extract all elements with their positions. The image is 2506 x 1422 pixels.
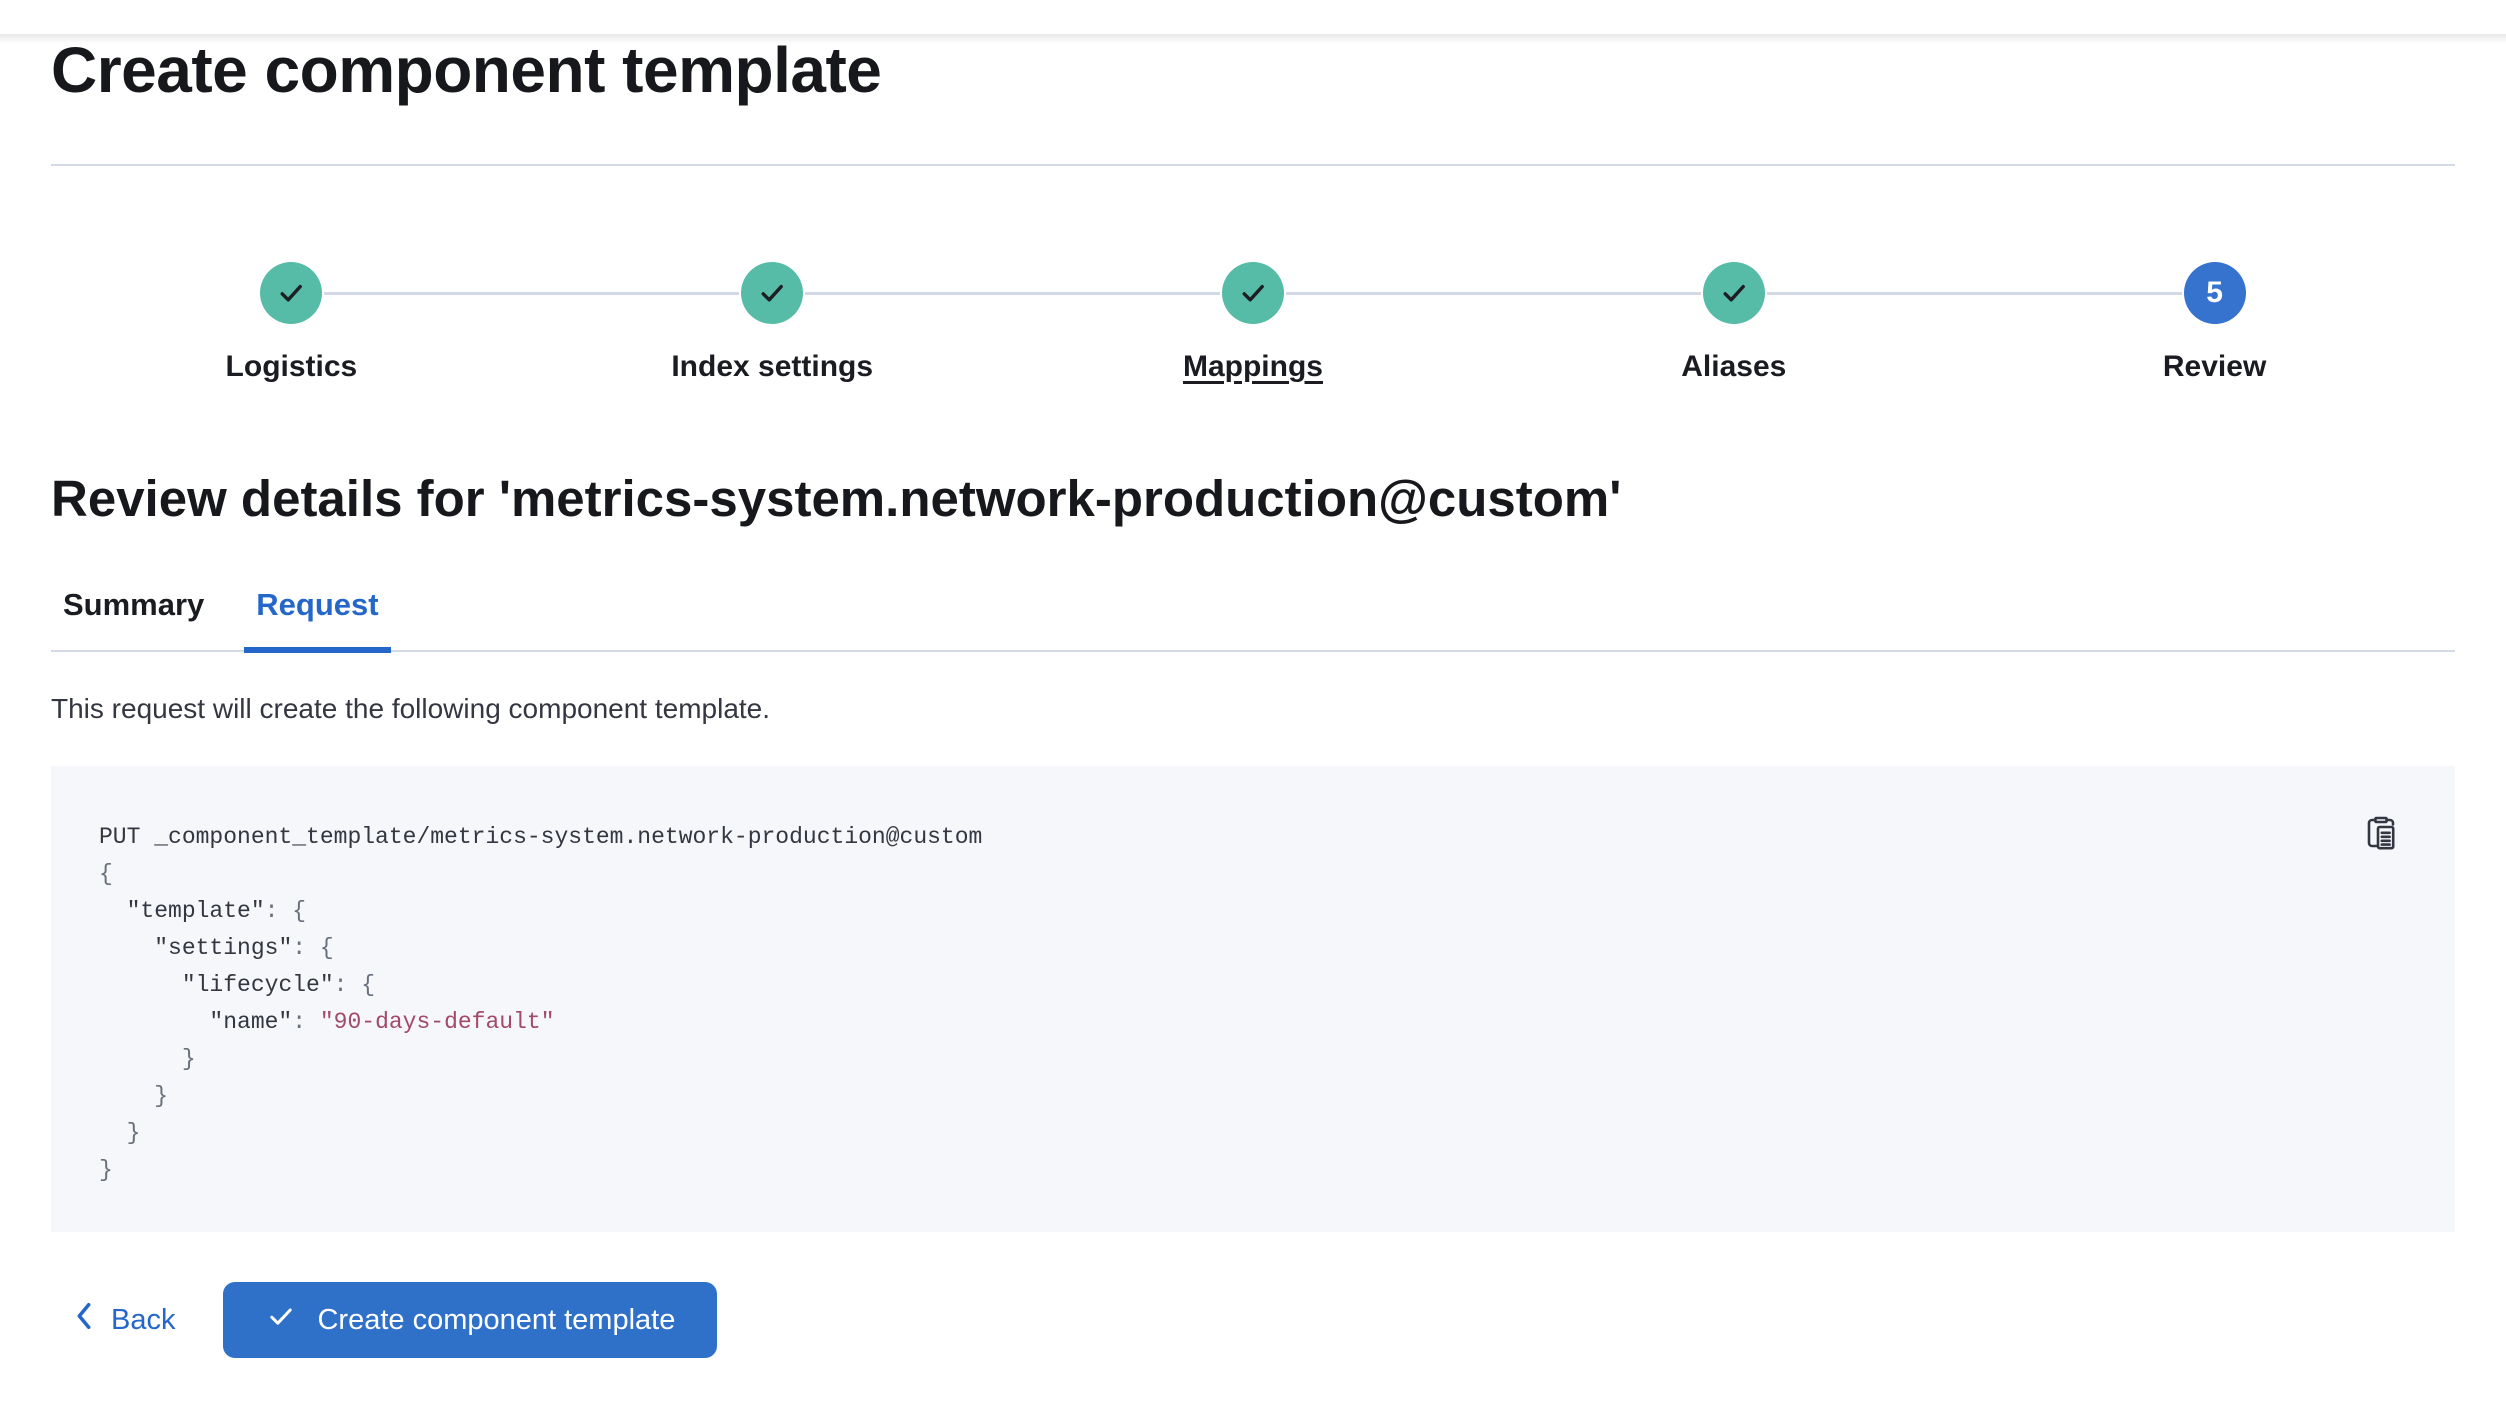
step-complete-check-icon (741, 261, 804, 324)
code-token-key: "settings" (154, 935, 293, 962)
step-label: Index settings (671, 349, 874, 383)
step-mappings[interactable]: Mappings (1013, 261, 1701, 384)
code-token-punct (99, 972, 182, 998)
step-number-badge: 5 (2183, 261, 2246, 324)
step-label: Aliases (1681, 349, 1787, 383)
chevron-left-icon (73, 1301, 95, 1339)
step-complete-check-icon (260, 261, 323, 324)
code-token-punct (99, 935, 154, 961)
code-token-key: "lifecycle" (181, 972, 334, 999)
request-code-block: PUT _component_template/metrics-system.n… (51, 766, 2455, 1233)
tab-bar: Summary Request (51, 586, 2455, 654)
code-token-plain: PUT _component_template/metrics-system.n… (99, 824, 983, 851)
title-divider (51, 163, 2455, 166)
code-token-punct: } (99, 1046, 196, 1073)
code-token-punct: } (99, 1120, 141, 1147)
code-token-string: "90-days-default" (319, 1009, 555, 1036)
request-description: This request will create the following c… (51, 693, 771, 725)
step-aliases[interactable]: Aliases (1493, 261, 2182, 384)
code-token-punct: : { (264, 898, 307, 925)
step-complete-check-icon (1221, 261, 1284, 324)
step-index-settings[interactable]: Index settings (532, 261, 1220, 384)
code-token-punct: { (99, 861, 113, 888)
back-button-label: Back (111, 1303, 176, 1336)
request-code-content: PUT _component_template/metrics-system.n… (99, 824, 982, 1183)
review-heading: Review details for 'metrics-system.netwo… (51, 469, 1622, 527)
code-token-key: "template" (126, 898, 265, 925)
step-label: Review (2162, 349, 2267, 383)
request-code: PUT _component_template/metrics-system.n… (99, 818, 2335, 1188)
back-button[interactable]: Back (73, 1301, 175, 1339)
create-component-template-button[interactable]: Create component template (223, 1282, 718, 1359)
code-token-punct: : { (333, 972, 376, 999)
copy-clipboard-icon (2363, 816, 2399, 857)
wizard-footer: Back Create component template (51, 1282, 2455, 1359)
step-label: Mappings (1182, 349, 1323, 383)
step-label: Logistics (225, 349, 358, 383)
code-token-key: "name" (209, 1009, 293, 1036)
create-component-template-button-label: Create component template (317, 1303, 676, 1336)
code-token-punct: } (99, 1157, 113, 1184)
code-token-punct: } (99, 1083, 169, 1110)
tab-summary[interactable]: Summary (63, 587, 205, 623)
step-logistics[interactable]: Logistics (51, 261, 739, 384)
tab-request[interactable]: Request (244, 586, 391, 654)
check-icon (265, 1300, 297, 1340)
step-complete-check-icon (1702, 261, 1765, 324)
code-token-punct (99, 1009, 209, 1035)
copy-to-clipboard-button[interactable] (2359, 810, 2403, 858)
page-title: Create component template (51, 34, 882, 106)
code-token-punct (99, 898, 127, 924)
code-token-punct: : (292, 1009, 320, 1036)
create-component-template-page: Create component template Logistics Index… (0, 34, 2506, 1359)
code-token-punct: : { (292, 935, 334, 962)
